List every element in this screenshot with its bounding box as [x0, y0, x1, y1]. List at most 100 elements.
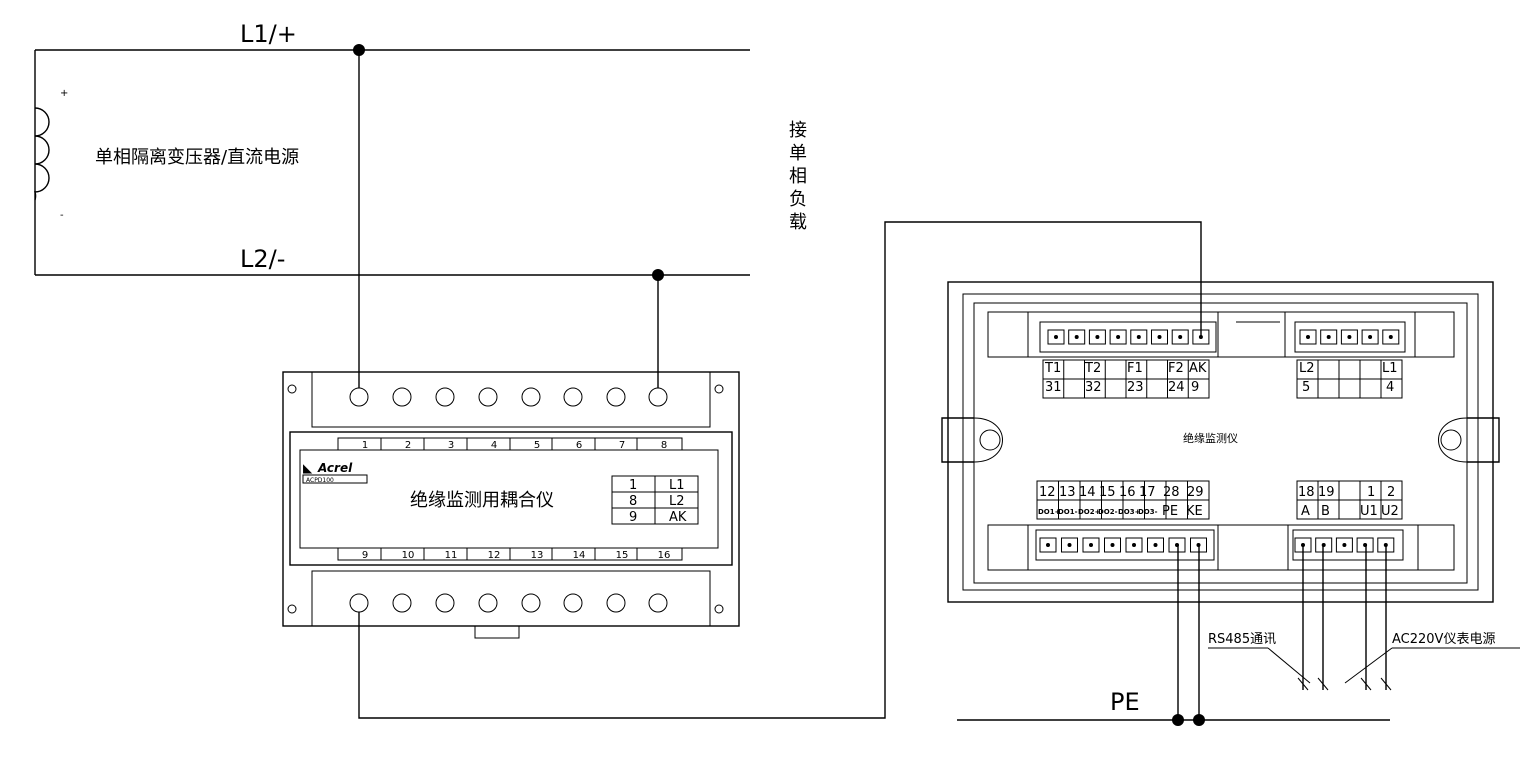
mon-br-num-2: 2	[1387, 485, 1395, 500]
monitor-terminal-dot	[1383, 543, 1388, 547]
mon-bl-label-do2m: DO2-	[1098, 508, 1118, 516]
power-lines: L1/+ L2/-	[34, 20, 750, 276]
monitor-terminal-cell	[1315, 537, 1333, 553]
coupler-body	[289, 431, 733, 566]
monitor-ear-left	[941, 417, 974, 463]
monitor-terminal-cell	[1104, 537, 1121, 553]
mon-bl-label-do3m: DO3-	[1138, 508, 1158, 516]
monitor-terminal-cell	[1299, 329, 1317, 345]
mon-tl-label-f2: F2	[1168, 361, 1184, 376]
mon-tr-num-5: 5	[1302, 380, 1310, 395]
monitor-tb-top-right	[1284, 311, 1416, 358]
mon-br-num-18: 18	[1298, 485, 1315, 500]
connection-wires: PE	[358, 50, 1390, 721]
coupler-terminal-hole	[392, 387, 412, 407]
coupler-terminal-hole	[349, 387, 369, 407]
monitor-outer	[947, 281, 1494, 603]
coupler-screw-br	[714, 604, 724, 614]
monitor-terminal-dot	[1306, 335, 1310, 339]
mon-tr-label-l2: L2	[1299, 361, 1315, 376]
junction-dots	[353, 44, 1205, 726]
monitor-terminal-cell	[1109, 329, 1127, 345]
coupler-top-terminal-number: 1	[362, 440, 368, 451]
monitor-terminal-cell	[1151, 329, 1168, 345]
rs485-label: RS485通讯	[1208, 632, 1276, 647]
mon-bl-num-16: 16	[1119, 485, 1136, 500]
monitor-terminal-dot	[1368, 335, 1373, 339]
monitor-ear-right-hole	[1440, 429, 1462, 451]
legend-r1-num: 1	[629, 478, 637, 493]
monitor-terminal-dot	[1326, 335, 1331, 339]
coupler-bottom-terminal-number: 14	[573, 550, 586, 561]
coupler-terminal-hole	[521, 387, 541, 407]
legend-r3-num: 9	[629, 510, 637, 525]
mon-bl-label-do1m: DO1-	[1058, 508, 1078, 516]
monitor-terminal-dot	[1321, 543, 1326, 547]
l1-label: L1/+	[240, 20, 297, 48]
monitor-terminal-dot	[1347, 335, 1352, 339]
mon-bl-label-do1p: DO1+	[1038, 508, 1061, 516]
mon-br-num-19: 19	[1318, 485, 1335, 500]
coupler-terminal-hole	[435, 387, 455, 407]
junction-pe-1	[1172, 714, 1184, 726]
monitor-bottom-rail	[987, 524, 1455, 571]
coupler-din-clip	[474, 625, 520, 639]
monitor-terminal-dot	[1054, 335, 1058, 339]
monitor-terminal-cell	[1340, 329, 1358, 345]
wire-terminal-9-to-ak	[358, 221, 1202, 719]
monitor-terminal-cell	[1082, 537, 1100, 553]
load-char-3: 相	[789, 166, 807, 187]
monitor-terminal-cell	[1047, 329, 1065, 345]
monitor-ear-right-tab	[1438, 417, 1468, 463]
wire-annotations: RS485通讯 AC220V仪表电源	[1208, 632, 1520, 691]
mon-bl-label-do3p: DO3+	[1118, 508, 1141, 516]
monitor-tb-bottom-left	[1027, 524, 1219, 571]
monitor-terminal-cell	[1061, 537, 1078, 553]
legend-r3-label: AK	[669, 510, 687, 525]
monitor-terminal-cell	[1361, 329, 1379, 345]
coupler-bottom-terminal-number: 9	[362, 550, 368, 561]
monitor-tb-bottom-right-inner	[1292, 529, 1404, 561]
junction-l1	[353, 44, 365, 56]
monitor-terminal-dot	[1388, 335, 1393, 339]
monitor-terminal-cell	[1171, 329, 1189, 345]
mon-br-num-1: 1	[1367, 485, 1375, 500]
monitor-terminal-dot	[1198, 335, 1203, 339]
acrel-logo-icon: ◣	[303, 461, 313, 475]
legend-r1-label: L1	[669, 478, 685, 493]
source-coil: + - 单相隔离变压器/直流电源	[34, 88, 299, 221]
coupler-bottom-terminal-number: 13	[531, 550, 544, 561]
monitor-name: 绝缘监测仪	[1183, 431, 1238, 445]
monitor-terminal-dot	[1178, 335, 1183, 339]
mon-tr-num-4: 4	[1386, 380, 1394, 395]
monitor-terminal-dot	[1157, 335, 1162, 339]
monitor-terminal-cell	[1088, 329, 1106, 345]
coupler-legend-table: 1 L1 8 L2 9 AK	[611, 475, 699, 525]
monitor-terminal-cell	[1356, 537, 1374, 553]
monitor-tb-top-right-inner	[1294, 321, 1406, 353]
rs485-leader-diag	[1267, 647, 1311, 684]
coupler-screw-tl	[287, 384, 297, 394]
coupler-name: 绝缘监测用耦合仪	[410, 490, 554, 511]
mon-tl-num-9: 9	[1191, 380, 1199, 395]
coupler-terminal-hole	[478, 593, 498, 613]
monitor-terminal-cell	[1377, 537, 1395, 553]
monitor-terminal-dots	[1039, 329, 1400, 553]
ac220-label: AC220V仪表电源	[1392, 632, 1495, 647]
monitor-terminal-cell	[1039, 537, 1057, 553]
monitor-terminal-dot	[1095, 335, 1100, 339]
monitor-face	[973, 302, 1468, 584]
coil-icon	[34, 107, 50, 201]
mon-bl-label-pe: PE	[1162, 504, 1178, 519]
monitor-terminal-dot	[1067, 543, 1072, 547]
junction-l2	[652, 269, 664, 281]
source-plus: +	[60, 88, 68, 99]
mon-bl-num-29: 29	[1187, 485, 1204, 500]
monitor-terminal-dot	[1089, 543, 1093, 547]
coupler-terminal-hole	[563, 593, 583, 613]
monitor-label-grids	[1036, 359, 1403, 520]
mon-tr-label-l1: L1	[1382, 361, 1398, 376]
ac220-leader-diag	[1344, 647, 1393, 684]
